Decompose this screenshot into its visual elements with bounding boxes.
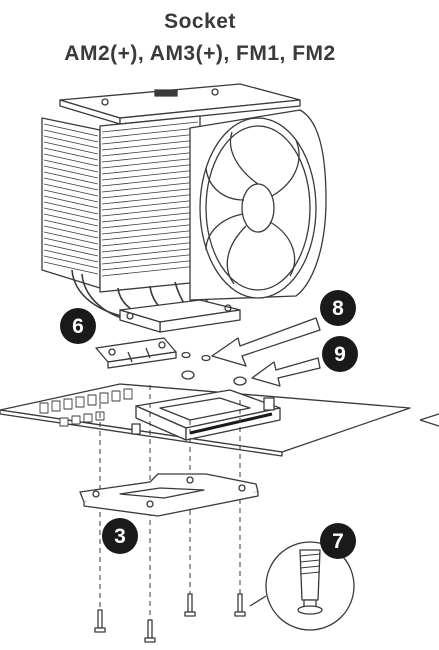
callout-number: 3	[114, 525, 126, 548]
arrow-9	[251, 357, 321, 387]
callout-badge-3: 3	[102, 518, 138, 554]
callout-badge-9: 9	[322, 336, 358, 372]
heatsink-fin-stack-left	[41, 117, 101, 289]
diagram-title: Socket	[164, 10, 236, 33]
mounting-bracket-left	[95, 337, 177, 369]
screw-2	[144, 619, 156, 643]
second-board-edge	[419, 413, 439, 427]
callout-badge-6: 6	[60, 308, 96, 344]
callout-number: 6	[72, 315, 84, 338]
screw-3	[184, 593, 196, 617]
callout-badge-8: 8	[320, 290, 356, 326]
arrow-8	[211, 317, 321, 367]
motherboard	[0, 383, 411, 457]
callout-number: 7	[332, 530, 344, 553]
socket-list: AM2(+), AM3(+), FM1, FM2	[64, 42, 336, 65]
cooler-base	[119, 299, 241, 333]
screws	[94, 593, 246, 643]
fan-assembly	[189, 109, 327, 301]
standoffs	[181, 351, 247, 386]
backplate	[79, 473, 259, 517]
callout-number: 9	[334, 343, 346, 366]
heatsink-fin-stack-center	[99, 115, 201, 293]
screw-1	[94, 609, 106, 633]
callout-number: 8	[332, 297, 344, 320]
cooler-top-plate	[59, 83, 301, 125]
screw-detail-callout	[249, 541, 355, 631]
screw-4	[234, 593, 246, 617]
callout-badge-7: 7	[320, 523, 356, 559]
